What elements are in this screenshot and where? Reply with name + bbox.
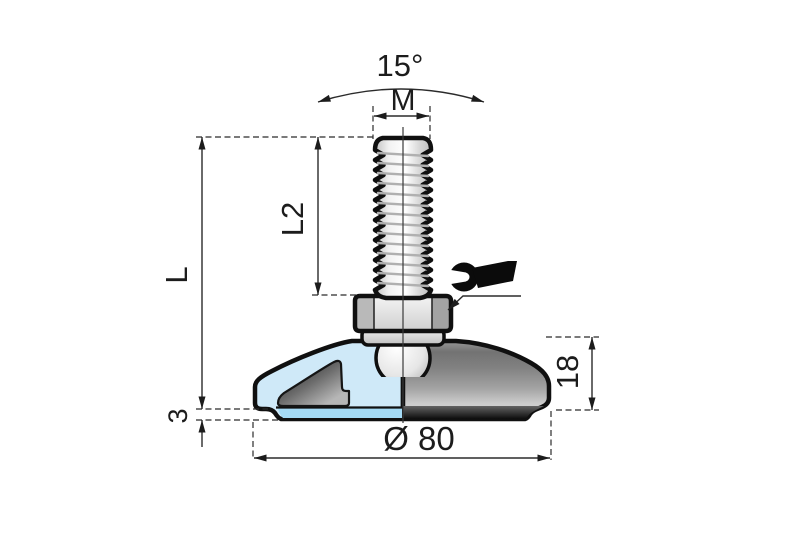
dimension-pad-thickness: 3 — [163, 408, 206, 447]
dimension-angle: 15° — [317, 48, 485, 103]
insert-wedge-section — [276, 359, 351, 408]
label-base-diameter: Ø 80 — [383, 420, 455, 457]
wrench-leader-arrow — [447, 295, 521, 311]
rubber-pad-section — [276, 406, 403, 418]
dimension-thread-size: M — [374, 84, 429, 120]
label-angle: 15° — [377, 48, 424, 83]
label-overall-length: L — [159, 266, 194, 283]
extension-lines — [196, 106, 599, 460]
dimension-base-height: 18 — [550, 337, 596, 410]
dimension-base-diameter: Ø 80 — [254, 420, 550, 462]
label-thread-size: M — [391, 84, 416, 117]
wrench-icon — [445, 261, 517, 292]
rubber-pad-external — [403, 406, 544, 419]
label-pad-thickness: 3 — [163, 408, 193, 423]
dimension-thread-length: L2 — [275, 137, 322, 295]
label-thread-length: L2 — [275, 202, 310, 236]
dimension-overall-length: L — [159, 137, 206, 409]
label-base-height: 18 — [550, 355, 585, 389]
base-external — [400, 338, 552, 422]
